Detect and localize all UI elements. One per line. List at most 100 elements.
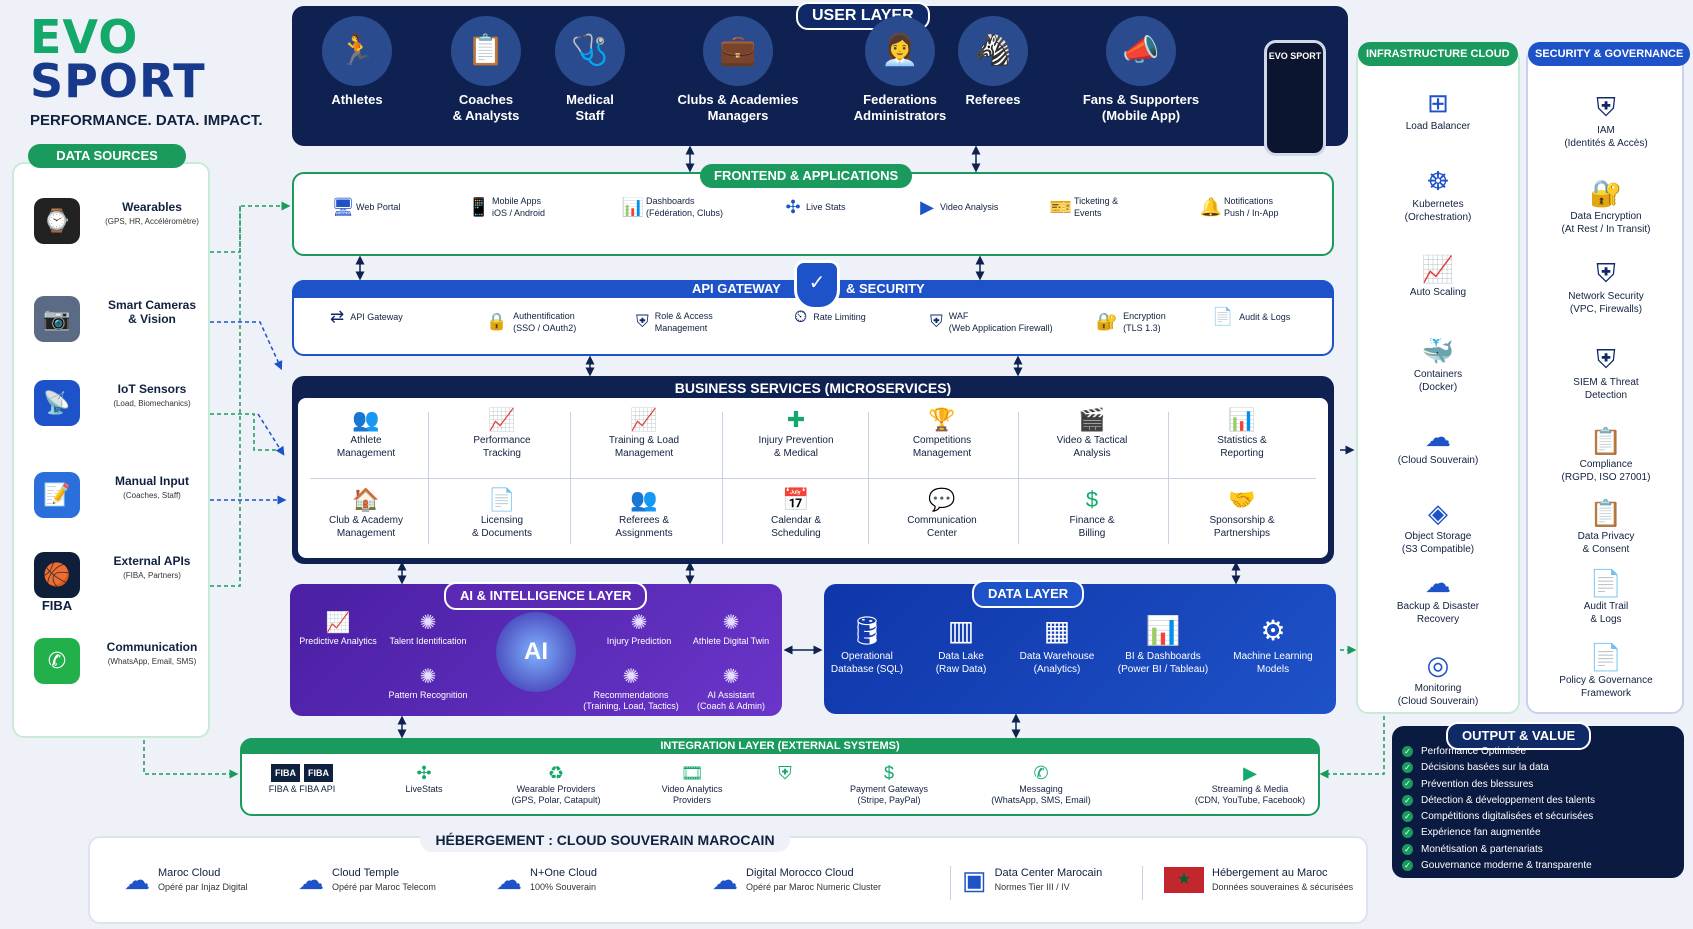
- data-bi[interactable]: 📊BI & Dashboards (Power BI / Tableau): [1108, 612, 1218, 676]
- gateway-icon: ⇄: [330, 311, 344, 323]
- integration-livestats[interactable]: ✣LiveStats: [392, 762, 456, 795]
- ai-assistant[interactable]: ✺AI Assistant (Coach & Admin): [686, 664, 776, 712]
- infra-cloud[interactable]: ☁(Cloud Souverain): [1356, 420, 1520, 467]
- gateway-gauge[interactable]: ⏲Rate Limiting: [794, 310, 866, 323]
- medical-icon: 🩺: [555, 16, 625, 86]
- gateway-gateway[interactable]: ⇄API Gateway: [330, 310, 403, 323]
- recommend-icon: ✺: [576, 664, 686, 690]
- data-warehouse[interactable]: ▦Data Warehouse (Analytics): [1002, 612, 1112, 676]
- security-privacy[interactable]: 📋Data Privacy & Consent: [1528, 496, 1684, 556]
- user-referee[interactable]: 🦓Referees: [944, 16, 1042, 134]
- user-medical[interactable]: 🩺Medical Staff: [540, 16, 640, 134]
- service-dollar[interactable]: $Finance & Billing: [1022, 486, 1162, 540]
- gateway-logs[interactable]: 📄Audit & Logs: [1212, 310, 1290, 323]
- security-policy[interactable]: 📄Policy & Governance Framework: [1528, 640, 1684, 700]
- integration-streaming[interactable]: ▶Streaming & Media (CDN, YouTube, Facebo…: [1186, 762, 1314, 806]
- infra-kubernetes[interactable]: ☸Kubernetes (Orchestration): [1356, 164, 1520, 224]
- frontend-mobile[interactable]: 📱Mobile Apps iOS / Android: [466, 194, 545, 244]
- service-handshake[interactable]: 🤝Sponsorship & Partnerships: [1172, 486, 1312, 540]
- user-athlete[interactable]: 🏃Athletes: [302, 16, 412, 134]
- service-document[interactable]: 📄Licensing & Documents: [432, 486, 572, 540]
- ai-predict[interactable]: 📈Predictive Analytics: [296, 610, 380, 647]
- infra-monitoring[interactable]: ◎Monitoring (Cloud Souverain): [1356, 648, 1520, 708]
- service-trophy[interactable]: 🏆Competitions Management: [872, 406, 1012, 460]
- calendar-icon: 📅: [726, 486, 866, 514]
- service-chat[interactable]: 💬Communication Center: [872, 486, 1012, 540]
- security-iam[interactable]: ⛨IAM (Identités & Accès): [1528, 90, 1684, 150]
- ai-recommend[interactable]: ✺Recommendations (Training, Load, Tactic…: [576, 664, 686, 712]
- athlete-icon: 🏃: [322, 16, 392, 86]
- frontend-monitor[interactable]: 🖥Web Portal: [330, 194, 400, 244]
- source-label: Communication: [92, 640, 212, 654]
- shield-badge-icon: ✓: [794, 260, 840, 310]
- data-datalake[interactable]: ▥Data Lake (Raw Data): [906, 612, 1016, 676]
- security-siem[interactable]: ⛨SIEM & Threat Detection: [1528, 342, 1684, 402]
- integration-video-analytics[interactable]: 🎞Video Analytics Providers: [642, 762, 742, 806]
- security-compliance[interactable]: 📋Compliance (RGPD, ISO 27001): [1528, 424, 1684, 484]
- ai-twin[interactable]: ✺Athlete Digital Twin: [686, 610, 776, 647]
- gateway-firewall[interactable]: ⛨WAF (Web Application Firewall): [930, 310, 1053, 334]
- security-audit[interactable]: 📄Audit Trail & Logs: [1528, 566, 1684, 626]
- frontend-bell[interactable]: 🔔Notifications Push / In-App: [1198, 194, 1279, 244]
- output-label: Performance Optimisée: [1421, 746, 1526, 757]
- datacenter-icon: ▣: [962, 873, 987, 887]
- infra-label: Object Storage (S3 Compatible): [1356, 530, 1520, 556]
- infra-storage[interactable]: ◈Object Storage (S3 Compatible): [1356, 496, 1520, 556]
- service-calendar[interactable]: 📅Calendar & Scheduling: [726, 486, 866, 540]
- integration-messaging[interactable]: ✆Messaging (WhatsApp, SMS, Email): [980, 762, 1102, 806]
- security-network-security[interactable]: ⛨Network Security (VPC, Firewalls): [1528, 256, 1684, 316]
- frontend-network[interactable]: ✣Live Stats: [780, 194, 846, 244]
- integration-shield-check[interactable]: ⛨: [770, 762, 800, 784]
- security-encryption[interactable]: 🔐Data Encryption (At Rest / In Transit): [1528, 176, 1684, 236]
- source-sub: (WhatsApp, Email, SMS): [92, 657, 212, 666]
- gateway-padlock[interactable]: 🔐Encryption (TLS 1.3): [1096, 310, 1166, 334]
- gateway-shield[interactable]: ⛨Role & Access Management: [636, 310, 713, 334]
- integration-wearable[interactable]: ♻Wearable Providers (GPS, Polar, Catapul…: [496, 762, 616, 806]
- infra-scaling[interactable]: 📈Auto Scaling: [1356, 252, 1520, 299]
- kubernetes-icon: ☸: [1356, 164, 1520, 198]
- ai-pattern[interactable]: ✺Pattern Recognition: [384, 664, 472, 701]
- infra-docker[interactable]: 🐳Containers (Docker): [1356, 334, 1520, 394]
- service-bar-chart[interactable]: 📊Statistics & Reporting: [1172, 406, 1312, 460]
- infra-load-balancer[interactable]: ⊞Load Balancer: [1356, 86, 1520, 133]
- gateway-lock[interactable]: 🔒Authentification (SSO / OAuth2): [486, 310, 576, 334]
- service-trend[interactable]: 📈Training & Load Management: [574, 406, 714, 460]
- source-sub: (FIBA, Partners): [92, 571, 212, 580]
- padlock-icon: 🔐: [1096, 316, 1117, 328]
- service-users[interactable]: 👥Athlete Management: [296, 406, 436, 460]
- source-label: Manual Input: [92, 474, 212, 488]
- integration-payment[interactable]: $Payment Gateways (Stripe, PayPal): [834, 762, 944, 806]
- service-building[interactable]: 🏠Club & Academy Management: [296, 486, 436, 540]
- ai-injury[interactable]: ✺Injury Prediction: [594, 610, 684, 647]
- ai-center-label: AI: [524, 638, 548, 665]
- service-medical-cross[interactable]: ✚Injury Prevention & Medical: [726, 406, 866, 460]
- data-ml[interactable]: ⚙Machine Learning Models: [1218, 612, 1328, 676]
- frontend-dashboard[interactable]: 📊Dashboards (Fédération, Clubs): [620, 194, 723, 244]
- frontend-video[interactable]: ▶Video Analysis: [914, 194, 998, 244]
- frontend-label: Video Analysis: [940, 201, 998, 213]
- service-chart[interactable]: 📈Performance Tracking: [432, 406, 572, 460]
- ai-label: Talent Identification: [384, 636, 472, 647]
- ai-target[interactable]: ✺Talent Identification: [384, 610, 472, 647]
- infra-backup[interactable]: ☁Backup & Disaster Recovery: [1356, 566, 1520, 626]
- user-coach[interactable]: 📋Coaches & Analysts: [428, 16, 544, 134]
- service-referee-group[interactable]: 👥Referees & Assignments: [574, 486, 714, 540]
- firewall-icon: ⛨: [930, 316, 943, 328]
- shield-check-icon: ⛨: [770, 762, 800, 784]
- user-fans[interactable]: 📣Fans & Supporters (Mobile App): [1066, 16, 1216, 134]
- user-manager[interactable]: 💼Clubs & Academies Managers: [652, 16, 824, 134]
- frontend-ticket[interactable]: 🎫Ticketing & Events: [1048, 194, 1118, 244]
- infra-label: Monitoring (Cloud Souverain): [1356, 682, 1520, 708]
- brand-line1: EVO: [30, 16, 270, 58]
- service-label: Club & Academy Management: [296, 514, 436, 540]
- service-tactics[interactable]: 🎬Video & Tactical Analysis: [1022, 406, 1162, 460]
- source-label: Smart Cameras & Vision: [92, 298, 212, 326]
